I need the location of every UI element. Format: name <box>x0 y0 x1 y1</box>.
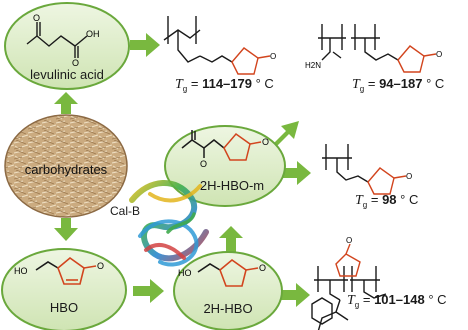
polymer-2-structure <box>318 24 437 73</box>
polymer-1-tg: Tg = 114–179 ° C <box>175 76 274 94</box>
cal-b-enzyme-structure <box>129 180 209 267</box>
polymer-3-structure <box>322 144 407 195</box>
polymer-4-tg: Tg = 101–148 ° C <box>347 292 447 310</box>
cal-b-label: Cal-B <box>110 204 140 218</box>
2h-hbo-m-o-atom: O <box>200 159 207 169</box>
hbo-ho-atom: HO <box>14 266 28 276</box>
levulinic-acid-label: levulinic acid <box>30 67 104 82</box>
2h-hbo-m-structure <box>181 130 262 161</box>
arrow-2h-hbo-to-2h-hbo-m <box>219 226 243 253</box>
polymer-2-o-atom: O <box>436 50 442 59</box>
arrow-2h-hbo-to-polymer-bottom <box>280 283 310 307</box>
polymer-3-o-atom: O <box>406 172 412 181</box>
levulinic-oh-atom: OH <box>86 29 100 39</box>
arrow-2h-hbo-m-to-polymer-middle <box>282 161 311 185</box>
carbohydrates-label: carbohydrates <box>25 162 108 177</box>
polymer-1-o-atom: O <box>270 52 276 61</box>
2h-hbo-m-label: 2H-HBO-m <box>200 178 264 193</box>
hbo-structure <box>35 256 97 285</box>
hbo-label: HBO <box>50 300 78 315</box>
node-carbohydrates <box>4 114 128 218</box>
arrow-levulinic-to-polymer <box>130 33 160 57</box>
node-levulinic-acid <box>4 2 130 90</box>
node-2h-hbo <box>173 251 283 330</box>
levulinic-acid-structure <box>26 22 88 58</box>
arrow-hbo-to-2h-hbo <box>133 279 164 303</box>
polymer-4-o-atom: O <box>346 236 352 245</box>
hbo-o-atom: O <box>97 261 104 271</box>
node-2h-hbo-m <box>164 125 286 207</box>
polymer-2-h2n-atom: H2N <box>305 61 321 70</box>
levulinic-o-atom-2: O <box>72 58 79 68</box>
polymer-3-tg: Tg = 98 ° C <box>355 192 419 210</box>
node-hbo <box>1 248 127 330</box>
2h-hbo-m-o-atom-2: O <box>262 137 269 147</box>
polymer-2-tg: Tg = 94–187 ° C <box>352 76 445 94</box>
2h-hbo-ho-atom: HO <box>178 268 192 278</box>
2h-hbo-o-atom: O <box>259 263 266 273</box>
polymer-4-structure <box>311 243 387 330</box>
2h-hbo-structure <box>197 258 259 287</box>
2h-hbo-label: 2H-HBO <box>203 301 252 316</box>
polymer-1-structure <box>163 16 271 75</box>
arrow-carbohydrates-to-hbo <box>54 218 78 241</box>
levulinic-o-atom: O <box>33 13 40 23</box>
arrow-carbohydrates-to-levulinic <box>54 92 78 114</box>
